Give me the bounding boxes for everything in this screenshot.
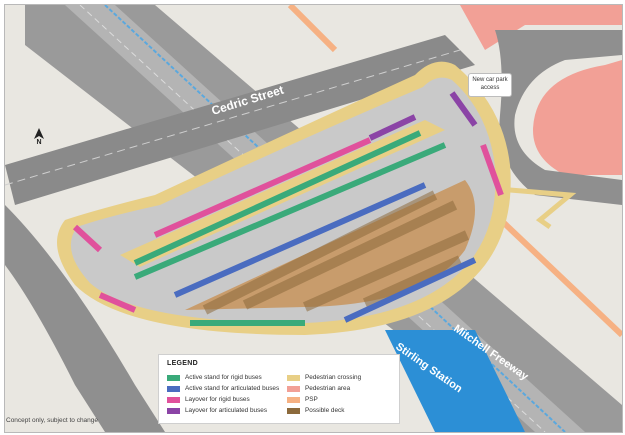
station-platform xyxy=(385,330,525,432)
layover-artic-2 xyxy=(449,91,478,127)
psp-path-east xyxy=(482,202,622,338)
layover-artic-1 xyxy=(368,114,417,141)
layover-rigid-3 xyxy=(98,292,137,313)
stand-active-rigid-1 xyxy=(133,130,422,266)
street-centreline xyxy=(5,49,461,186)
legend-item: Active stand for rigid buses xyxy=(167,373,262,382)
legend: LEGEND Active stand for rigid buses Acti… xyxy=(158,354,400,424)
legend-label: Layover for articulated buses xyxy=(185,407,268,414)
legend-label: PSP xyxy=(305,396,318,403)
legend-title: LEGEND xyxy=(167,360,198,367)
map-frame: Cedric Street Stirling Station Mitchell … xyxy=(4,4,623,433)
stand-active-rigid-2 xyxy=(133,142,447,280)
stand-active-artic-2 xyxy=(343,257,477,323)
legend-item: Layover for rigid buses xyxy=(167,395,250,404)
legend-label: Active stand for articulated buses xyxy=(185,385,280,392)
stand-active-artic-1 xyxy=(173,182,427,298)
north-label: N xyxy=(36,139,42,146)
legend-item: Active stand for articulated buses xyxy=(167,384,279,393)
legend-item: PSP xyxy=(287,395,318,404)
legend-swatch xyxy=(287,374,300,381)
north-arrow: N xyxy=(30,127,48,151)
north-arrow-icon xyxy=(34,128,44,139)
disclaimer-note: Concept only, subject to change xyxy=(6,417,99,424)
car-park-building xyxy=(460,5,622,175)
legend-swatch xyxy=(167,396,180,403)
legend-item: Layover for articulated buses xyxy=(167,406,267,415)
east-ramp xyxy=(509,187,577,230)
layover-rigid-1 xyxy=(153,137,372,238)
cedric-street xyxy=(5,35,475,205)
legend-swatch xyxy=(167,407,180,414)
car-park-access-callout: New car park access xyxy=(468,73,512,97)
deck-stripes xyxy=(202,190,470,315)
layover-rigid-4 xyxy=(480,143,504,197)
legend-label: Active stand for rigid buses xyxy=(185,374,262,381)
legend-item: Pedestrian crossing xyxy=(287,373,361,382)
legend-label: Pedestrian area xyxy=(305,385,351,392)
car-park-road xyxy=(495,30,622,205)
legend-swatch xyxy=(167,374,180,381)
legend-item: Pedestrian area xyxy=(287,384,350,393)
west-road xyxy=(5,205,165,432)
legend-swatch xyxy=(287,396,300,403)
psp-path-north xyxy=(287,5,338,53)
legend-item: Possible deck xyxy=(287,406,344,415)
legend-swatch xyxy=(287,407,300,414)
legend-label: Pedestrian crossing xyxy=(305,374,362,381)
legend-swatch xyxy=(287,385,300,392)
legend-label: Layover for rigid buses xyxy=(185,396,250,403)
legend-label: Possible deck xyxy=(305,407,345,414)
map-canvas: Cedric Street Stirling Station Mitchell … xyxy=(5,5,622,432)
layover-rigid-2 xyxy=(72,224,103,253)
legend-swatch xyxy=(167,385,180,392)
